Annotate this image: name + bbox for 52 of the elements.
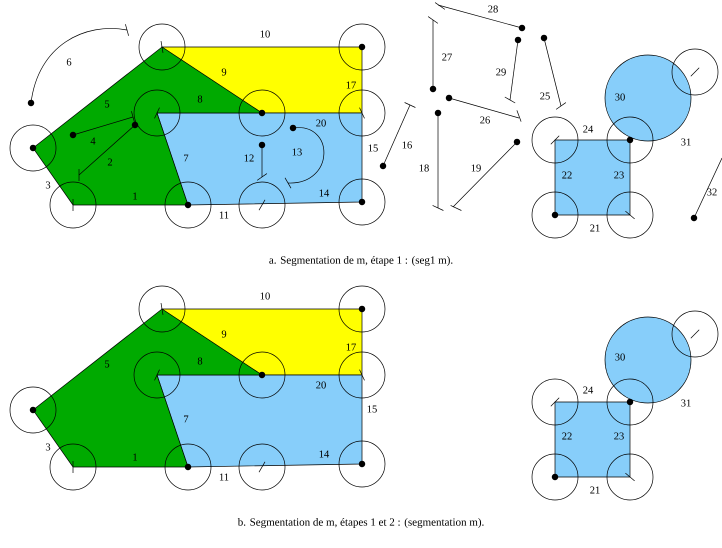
segment-number: 28 <box>488 5 498 13</box>
segment-number: 22 <box>562 432 572 440</box>
segment-number: 6 <box>66 58 72 66</box>
segment-number: 17 <box>346 344 356 350</box>
segment-number: 24 <box>583 126 594 132</box>
segment-number: 9 <box>222 330 226 338</box>
segment-number: 27 <box>442 54 452 60</box>
segment-number: 8 <box>198 357 202 365</box>
segment-number: 21 <box>590 486 600 494</box>
segment-number: 7 <box>184 154 188 162</box>
segment-number: 2 <box>108 158 112 166</box>
segment-number: 5 <box>105 100 110 108</box>
segment-number: 30 <box>615 93 625 101</box>
segment-number: 7 <box>184 416 188 422</box>
caption: a. Segmentation de m, étape 1 : (seg1 m). <box>269 256 452 266</box>
segment-number: 11 <box>220 474 228 480</box>
segment-number: 17 <box>346 82 356 88</box>
segment-number: 12 <box>244 154 254 162</box>
segment-number: 8 <box>198 95 202 103</box>
segment-number: 5 <box>105 360 110 368</box>
segment-number: 16 <box>402 141 412 149</box>
caption: b. Segmentation de m, étapes 1 et 2 : (segmentation m). <box>238 518 484 528</box>
segment-number: 3 <box>46 443 50 451</box>
segment-number: 18 <box>420 164 429 172</box>
segment-number: 9 <box>222 68 226 76</box>
segment-number: 14 <box>320 190 330 196</box>
segment-number: 29 <box>496 68 506 76</box>
segment-number: 3 <box>46 181 50 189</box>
segment-number: 20 <box>316 119 326 127</box>
segment-number: 4 <box>90 138 96 144</box>
segment-number: 32 <box>707 188 717 196</box>
segment-number: 11 <box>220 212 228 218</box>
segment-number: 15 <box>368 144 378 152</box>
segment-number: 31 <box>681 138 691 146</box>
segment-number: 10 <box>260 292 270 300</box>
segment-number: 25 <box>540 92 550 100</box>
segment-number: 23 <box>614 171 624 179</box>
segment-number: 1 <box>133 192 137 200</box>
segment-number: 30 <box>615 353 625 361</box>
segment-number: 31 <box>681 399 691 407</box>
segment-number: 1 <box>133 454 137 460</box>
segment-number: 22 <box>562 172 572 178</box>
segment-number: 13 <box>292 148 302 156</box>
segment-number: 23 <box>614 432 624 440</box>
segment-number: 24 <box>583 386 594 394</box>
segment-number: 20 <box>316 381 326 389</box>
segment-number: 14 <box>320 450 330 458</box>
segment-number: 19 <box>472 164 481 172</box>
segment-number: 15 <box>368 405 377 413</box>
segment-number: 10 <box>260 30 270 38</box>
segment-number: 21 <box>590 224 600 232</box>
segment-number: 26 <box>480 116 490 124</box>
